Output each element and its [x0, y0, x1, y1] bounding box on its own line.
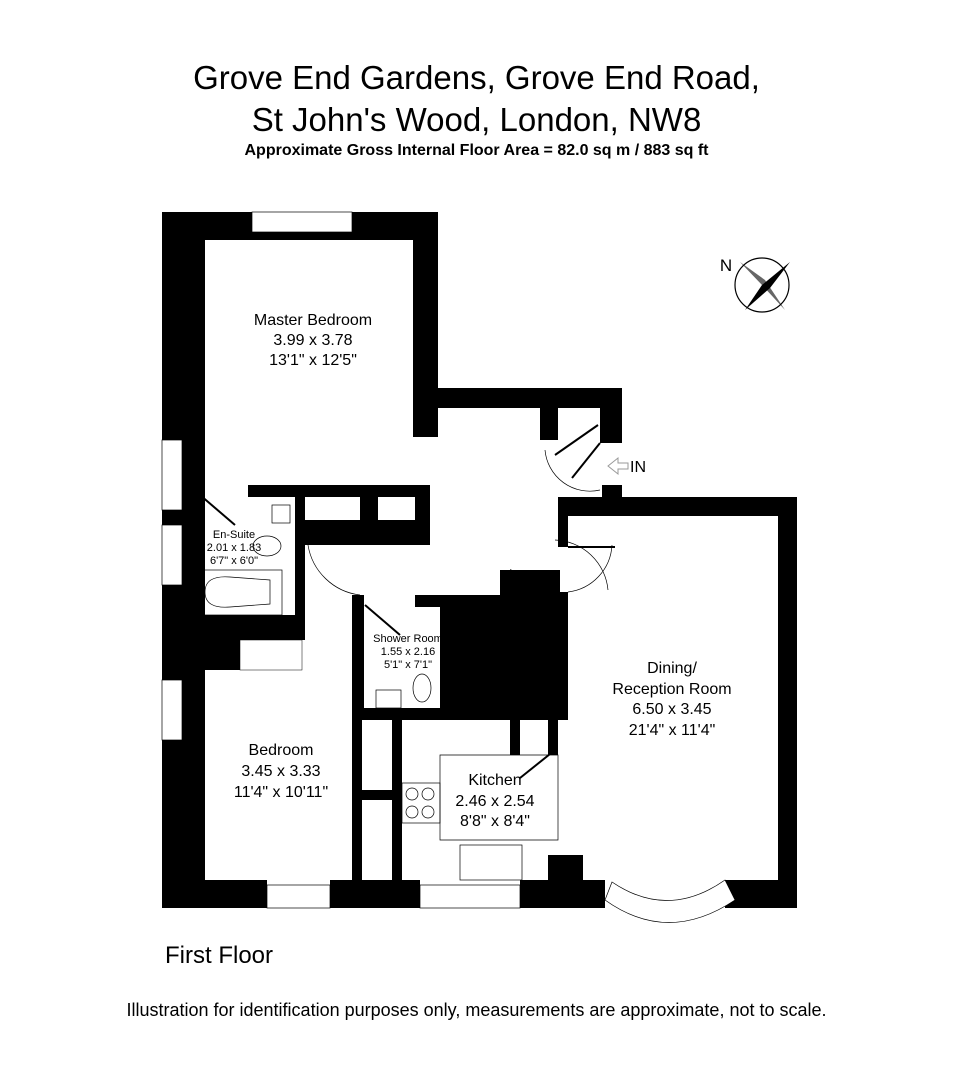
disclaimer: Illustration for identification purposes…	[126, 1000, 827, 1020]
room-name: En-Suite	[213, 529, 255, 541]
room-imperial: 21'4" x 11'4"	[629, 722, 716, 739]
room-imperial: 5'1" x 7'1"	[384, 659, 432, 671]
room-metric: 1.55 x 2.16	[381, 646, 435, 658]
room-imperial: 8'8" x 8'4"	[460, 813, 530, 830]
compass-star-icon	[734, 257, 790, 313]
room-name: Kitchen	[468, 772, 521, 789]
entrance-label: IN	[630, 459, 646, 476]
room-imperial: 11'4" x 10'11"	[234, 784, 328, 801]
entrance-marker: IN	[607, 456, 646, 476]
room-name: Bedroom	[249, 742, 314, 759]
room-name: Reception Room	[612, 681, 731, 698]
room-name: Master Bedroom	[254, 312, 372, 329]
windows	[161, 211, 736, 923]
room-metric: 3.99 x 3.78	[273, 332, 352, 349]
room-name-line1: Dining/	[647, 660, 697, 677]
room-metric: 2.46 x 2.54	[455, 793, 534, 810]
room-imperial: 6'7" x 6'0"	[210, 555, 258, 567]
floor-area: Approximate Gross Internal Floor Area = …	[244, 142, 709, 159]
room-metric: 3.45 x 3.33	[241, 763, 320, 780]
room-labels: Master Bedroom 3.99 x 3.78 13'1" x 12'5"…	[207, 312, 732, 830]
doors	[199, 424, 615, 779]
title-line-1: Grove End Gardens, Grove End Road,	[193, 59, 760, 96]
compass: N	[720, 256, 790, 313]
compass-north-label: N	[720, 256, 732, 275]
floor-label: First Floor	[165, 942, 273, 969]
title-line-2: St John's Wood, London, NW8	[251, 101, 702, 138]
room-name: Shower Room	[373, 633, 443, 645]
fittings	[191, 449, 613, 881]
room-metric: 6.50 x 3.45	[632, 701, 711, 718]
arrow-left-icon	[607, 456, 629, 476]
room-imperial: 13'1" x 12'5"	[269, 352, 357, 369]
room-metric: 2.01 x 1.83	[207, 542, 261, 554]
